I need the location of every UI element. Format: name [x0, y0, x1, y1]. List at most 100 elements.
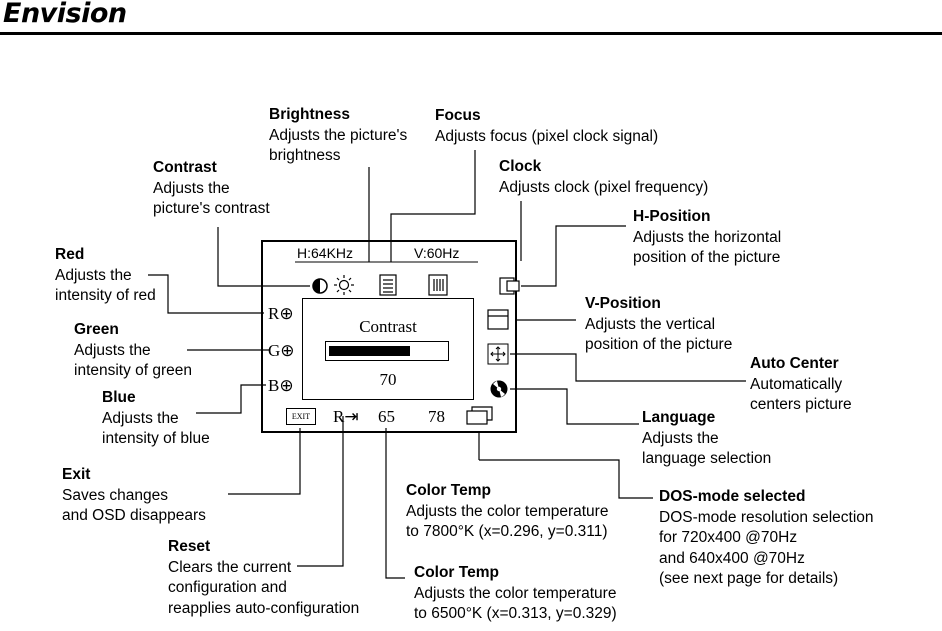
callout-v-position-desc-2: position of the picture	[585, 336, 733, 353]
callout-red-desc-2: intensity of red	[55, 287, 156, 304]
leader-reset	[297, 416, 344, 567]
callout-brightness-desc-2: brightness	[269, 147, 341, 164]
callout-contrast: Contrast Adjusts the picture's contrast	[153, 158, 270, 220]
h-position-icon[interactable]	[499, 276, 523, 296]
leader-exit	[228, 428, 301, 495]
leader-red	[148, 274, 264, 314]
leader-focus	[390, 150, 476, 262]
callout-clock-title: Clock	[499, 158, 542, 175]
callout-blue-desc-1: Adjusts the	[102, 409, 179, 427]
callout-clock-desc-1: Adjusts clock (pixel frequency)	[499, 178, 709, 196]
callout-focus: Focus Adjusts focus (pixel clock signal)	[435, 106, 658, 147]
callout-green-desc-1: Adjusts the	[74, 341, 151, 359]
green-channel-label[interactable]: G⊕	[268, 341, 295, 360]
callout-color-temp-7800-title: Color Temp	[406, 482, 491, 499]
callout-h-position-desc-2: position of the picture	[633, 249, 781, 266]
leader-auto-center	[510, 353, 746, 382]
callout-clock: Clock Adjusts clock (pixel frequency)	[499, 157, 708, 198]
reset-button[interactable]: R⇥	[333, 407, 359, 426]
dos-mode-icon[interactable]	[466, 406, 496, 426]
contrast-icon[interactable]	[311, 277, 329, 295]
callout-language-desc-2: language selection	[642, 450, 772, 467]
callout-color-temp-6500-desc-1: Adjusts the color temperature	[414, 584, 617, 602]
callout-contrast-desc-2: picture's contrast	[153, 200, 270, 217]
auto-center-icon[interactable]	[487, 343, 509, 365]
leader-blue	[196, 384, 266, 414]
callout-dos-mode-title: DOS-mode selected	[659, 488, 806, 505]
callout-focus-desc-1: Adjusts focus (pixel clock signal)	[435, 127, 659, 145]
callout-brightness-title: Brightness	[269, 106, 350, 123]
brand-logo: Envision	[3, 0, 127, 29]
callout-green-desc-2: intensity of green	[74, 362, 193, 379]
callout-auto-center-title: Auto Center	[750, 355, 839, 372]
callout-red-desc-1: Adjusts the	[55, 266, 132, 284]
callout-language-title: Language	[642, 409, 716, 426]
osd-panel	[261, 240, 517, 433]
callout-reset-title: Reset	[168, 538, 211, 555]
red-channel-label[interactable]: R⊕	[268, 304, 294, 323]
callout-dos-mode-desc-3: and 640x400 @70Hz	[659, 549, 805, 567]
callout-color-temp-7800-desc-2: to 7800°K (x=0.296, y=0.311)	[406, 523, 608, 540]
callout-v-position-desc-1: Adjusts the vertical	[585, 315, 716, 333]
blue-channel-label[interactable]: B⊕	[268, 376, 294, 395]
callout-dos-mode-desc-4: (see next page for details)	[659, 570, 839, 587]
focus-icon[interactable]	[379, 274, 397, 296]
leader-language	[510, 388, 639, 425]
callout-h-position-desc-1: Adjusts the horizontal	[633, 228, 782, 246]
leader-dos-mode	[479, 459, 653, 499]
callout-language-desc-1: Adjusts the	[642, 429, 719, 447]
callout-h-position-title: H-Position	[633, 208, 711, 225]
contrast-value: 70	[379, 370, 397, 389]
leader-color-temp-6500	[385, 428, 405, 579]
callout-blue-desc-2: intensity of blue	[102, 430, 210, 447]
leader-contrast	[217, 227, 310, 287]
callout-exit-desc-2: and OSD disappears	[62, 507, 206, 524]
callout-auto-center-desc-2: centers picture	[750, 396, 852, 413]
h-frequency: H:64KHz	[297, 245, 354, 261]
callout-green-title: Green	[74, 321, 119, 338]
callout-auto-center: Auto Center Automatically centers pictur…	[750, 354, 852, 416]
callout-reset-desc-3: reapplies auto-configuration	[168, 599, 360, 617]
callout-v-position: V-Position Adjusts the vertical position…	[585, 294, 732, 356]
v-frequency: V:60Hz	[414, 245, 460, 261]
callout-h-position: H-Position Adjusts the horizontal positi…	[633, 207, 781, 269]
callout-exit: Exit Saves changes and OSD disappears	[62, 465, 206, 527]
contrast-slider-fill	[329, 346, 410, 356]
callout-reset: Reset Clears the current configuration a…	[168, 537, 359, 619]
clock-icon[interactable]	[428, 274, 448, 296]
color-temp-6500-button[interactable]: 65	[378, 407, 395, 426]
callout-brightness-desc-1: Adjusts the picture's	[269, 126, 408, 144]
callout-color-temp-7800-desc-1: Adjusts the color temperature	[406, 502, 609, 520]
color-temp-7800-button[interactable]: 78	[428, 407, 445, 426]
callout-blue: Blue Adjusts the intensity of blue	[102, 388, 210, 450]
callout-language: Language Adjusts the language selection	[642, 408, 771, 470]
callout-dos-mode-desc-2: for 720x400 @70Hz	[659, 529, 798, 546]
callout-exit-title: Exit	[62, 466, 91, 483]
contrast-slider[interactable]	[325, 341, 449, 361]
brightness-icon[interactable]	[333, 274, 355, 296]
contrast-adjust-box	[302, 298, 474, 400]
callout-blue-title: Blue	[102, 389, 136, 406]
exit-button[interactable]: EXIT	[286, 408, 316, 425]
callout-dos-mode-desc-1: DOS-mode resolution selection	[659, 508, 874, 526]
callout-green: Green Adjusts the intensity of green	[74, 320, 192, 382]
callout-reset-desc-2: configuration and	[168, 579, 287, 596]
language-icon[interactable]	[489, 379, 509, 399]
callout-color-temp-7800: Color Temp Adjusts the color temperature…	[406, 481, 608, 543]
callout-red: Red Adjusts the intensity of red	[55, 245, 156, 307]
v-position-icon[interactable]	[487, 309, 511, 331]
leader-h-position	[521, 225, 626, 287]
callout-red-title: Red	[55, 246, 85, 263]
callout-dos-mode: DOS-mode selected DOS-mode resolution se…	[659, 487, 874, 590]
callout-auto-center-desc-1: Automatically	[750, 375, 843, 393]
callout-color-temp-6500-desc-2: to 6500°K (x=0.313, y=0.329)	[414, 605, 617, 622]
callout-color-temp-6500-title: Color Temp	[414, 564, 499, 581]
callout-reset-desc-1: Clears the current	[168, 558, 292, 576]
callout-v-position-title: V-Position	[585, 295, 661, 312]
callout-focus-title: Focus	[435, 107, 481, 124]
callout-exit-desc-1: Saves changes	[62, 486, 168, 504]
adjust-title: Contrast	[359, 317, 417, 336]
callout-contrast-title: Contrast	[153, 159, 217, 176]
